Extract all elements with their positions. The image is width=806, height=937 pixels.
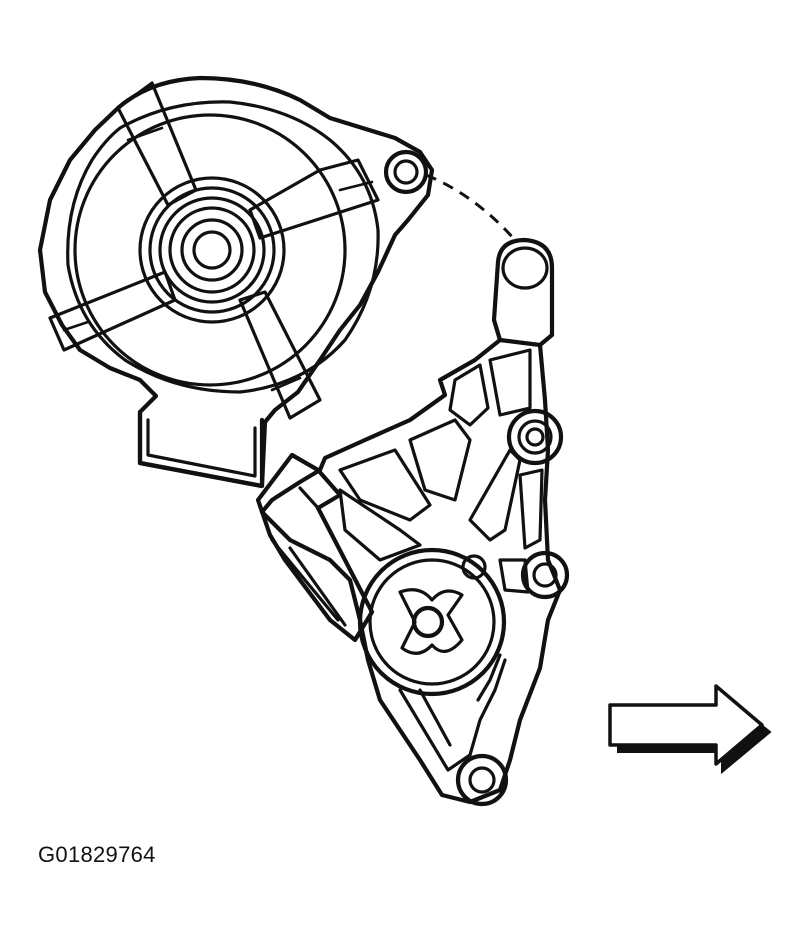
- motor-connector-housing: [137, 409, 265, 489]
- bracket-bottom-boss: [455, 753, 509, 807]
- cable-clip: [255, 452, 375, 643]
- motor-mount-ear: [383, 149, 429, 195]
- motor-cover-circle: [73, 113, 347, 387]
- right-arrow-icon: [608, 684, 772, 775]
- alignment-dashed-line: [425, 173, 517, 241]
- motor-assembly: [37, 75, 517, 489]
- gear-disc: [357, 547, 507, 697]
- motor-cross-ribs: [48, 81, 380, 420]
- bracket-upper-post: [491, 237, 555, 348]
- motor-housing-outline: [37, 75, 435, 489]
- regulator-bracket: [255, 237, 570, 807]
- motor-inner-contour: [66, 100, 380, 394]
- bracket-mid-boss: [506, 408, 564, 466]
- bracket-right-boss: [520, 550, 570, 600]
- figure-id-caption: G01829764: [38, 842, 156, 867]
- motor-hub: [138, 176, 286, 324]
